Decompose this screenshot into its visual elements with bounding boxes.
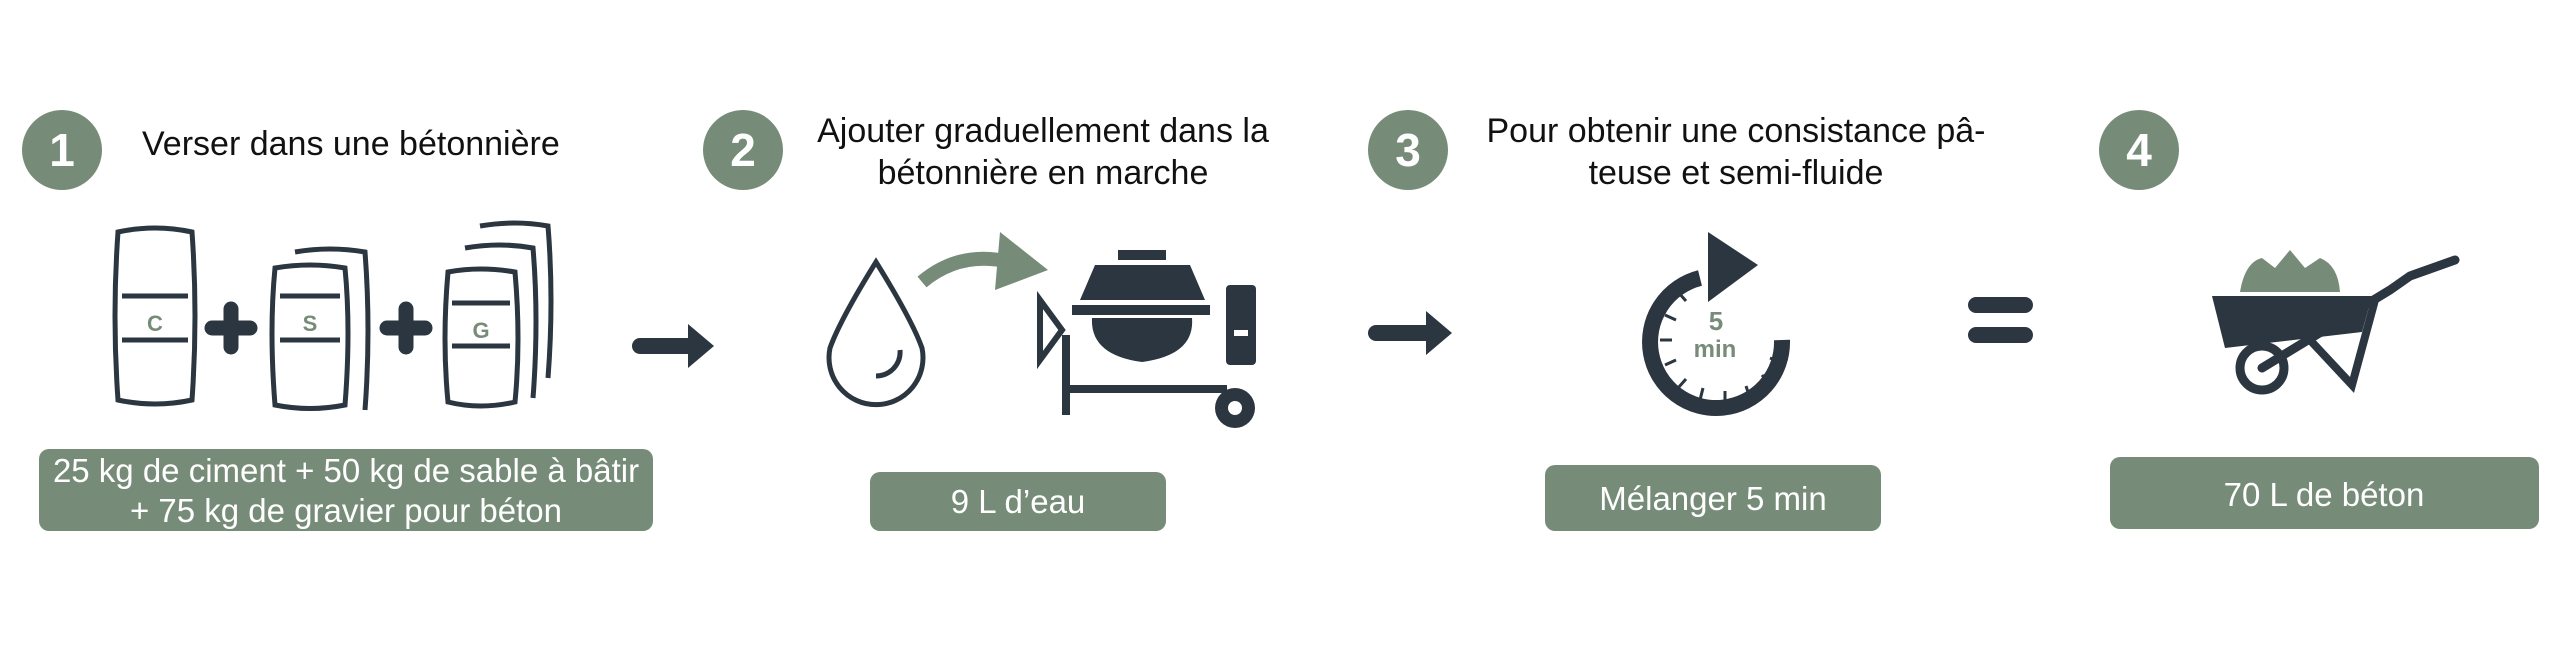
arrow-right-icon: [632, 324, 714, 368]
step-label-box: [2110, 457, 2539, 529]
step-1: 1 Verser dans une bétonnière C S G 25 kg…: [22, 110, 653, 531]
bag-letter: C: [147, 311, 163, 336]
arrow-right-icon: [1368, 311, 1452, 355]
step-title: Pour obtenir une consistance pâ-: [1487, 112, 1986, 150]
step-label-box: [1545, 465, 1881, 531]
timer-refresh-icon: [1642, 232, 1791, 416]
bag-letter: G: [472, 318, 489, 343]
step-number: 3: [1395, 124, 1421, 176]
step-label-line: + 75 kg de gravier pour béton: [130, 492, 562, 529]
step-label-line: 70 L de béton: [2224, 476, 2425, 513]
step-3: 3 Pour obtenir une consistance pâ- teuse…: [1368, 110, 1985, 531]
step-label-line: Mélanger 5 min: [1599, 480, 1826, 517]
step-number: 2: [730, 124, 756, 176]
step-title: Verser dans une bétonnière: [142, 125, 560, 163]
step-title: teuse et semi-fluide: [1589, 154, 1884, 192]
step-number-badge: [703, 110, 783, 190]
curved-arrow-icon: [917, 232, 1048, 290]
plus-icon: [379, 301, 433, 355]
step-label-line: 25 kg de ciment + 50 kg de sable à bâtir: [53, 452, 639, 489]
step-label-line: 9 L d’eau: [951, 483, 1086, 520]
step-label-box: [870, 472, 1166, 531]
timer-value: 5: [1709, 306, 1723, 336]
plus-icon: [204, 301, 258, 355]
wheelbarrow-icon: [2212, 250, 2460, 395]
step-number-badge: [1368, 110, 1448, 190]
cement-bag-icon: [112, 225, 198, 407]
step-number-badge: [2099, 110, 2179, 190]
bag-letter: S: [303, 311, 318, 336]
step-label-box: [39, 449, 653, 531]
step-2: 2 Ajouter graduellement dans la bétonniè…: [703, 110, 1269, 531]
sand-bags-icon: [269, 246, 371, 411]
concrete-mixer-icon: [1037, 250, 1256, 428]
gravel-bags-icon: [442, 220, 554, 409]
step-number: 1: [49, 124, 75, 176]
step-title: bétonnière en marche: [878, 154, 1209, 192]
step-4: 4 70 L de béton: [2099, 110, 2539, 529]
water-drop-icon: [826, 257, 926, 408]
step-number: 4: [2126, 124, 2152, 176]
equals-icon: [1968, 297, 2033, 343]
timer-unit: min: [1694, 336, 1737, 363]
step-number-badge: [22, 110, 102, 190]
step-title: Ajouter graduellement dans la: [817, 112, 1269, 150]
